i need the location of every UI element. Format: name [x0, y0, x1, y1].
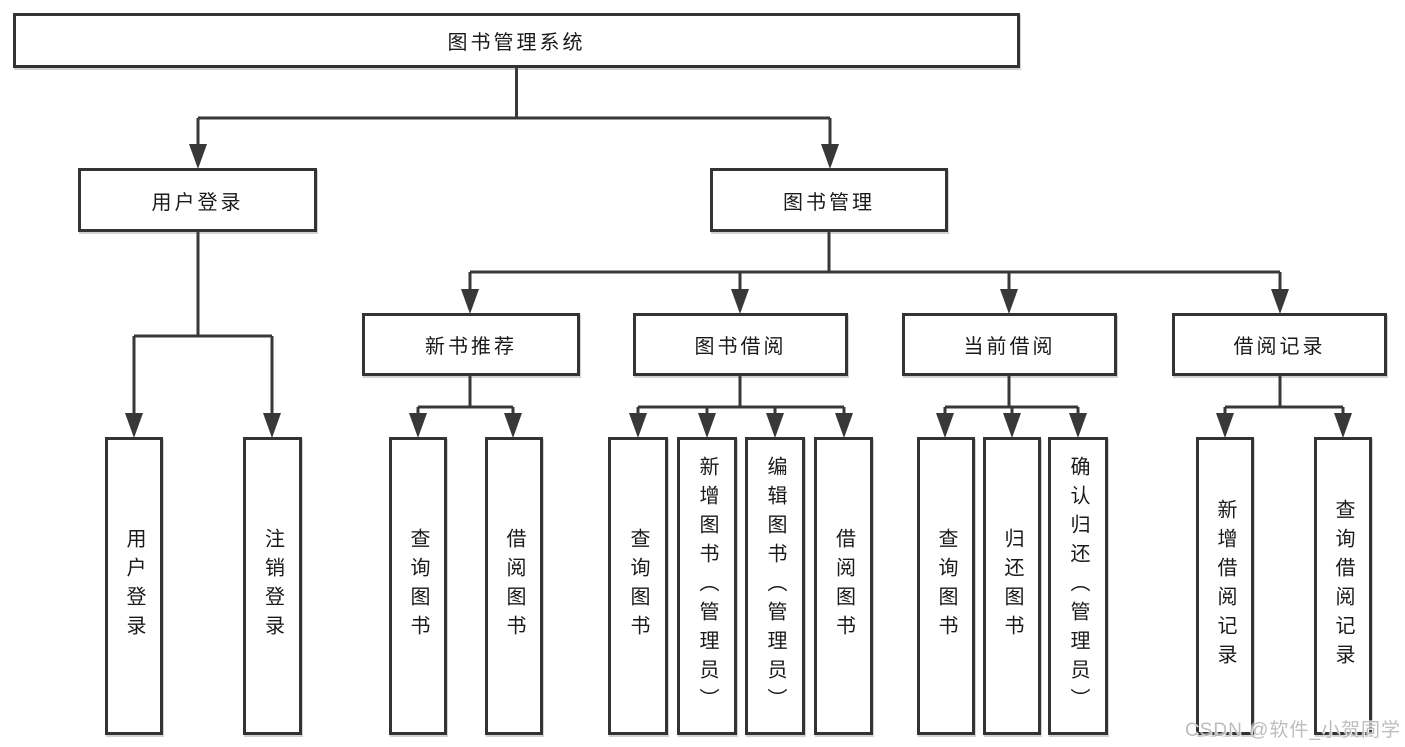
- leaf-label: 查询图书: [407, 528, 429, 644]
- leaf-label: 确认归还（管理员）: [1067, 455, 1089, 717]
- watermark: CSDN @软件_小贺同学: [1185, 720, 1401, 741]
- leaf-newbooks-borrow-books: 借阅图书: [485, 437, 543, 735]
- leaf-borrowing-edit-books-admin: 编辑图书（管理员）: [745, 437, 805, 735]
- leaf-current-query-books: 查询图书: [917, 437, 975, 735]
- leaf-borrowing-query-books: 查询图书: [608, 437, 668, 735]
- node-borrow-records: 借阅记录: [1172, 313, 1387, 376]
- leaf-label: 归还图书: [1001, 528, 1023, 644]
- leaf-label: 查询图书: [935, 528, 957, 644]
- leaf-label: 借阅图书: [832, 528, 855, 644]
- leaf-label: 借阅图书: [503, 528, 525, 644]
- leaf-borrowing-add-books-admin: 新增图书（管理员）: [677, 437, 737, 735]
- leaf-label: 查询借阅记录: [1332, 499, 1354, 673]
- leaf-label: 新增借阅记录: [1214, 499, 1236, 673]
- leaf-current-return-books: 归还图书: [983, 437, 1041, 735]
- node-user-login: 用户登录: [78, 168, 317, 232]
- node-new-books: 新书推荐: [362, 313, 580, 376]
- node-root: 图书管理系统: [13, 13, 1020, 68]
- leaf-borrowing-borrow-books: 借阅图书: [814, 437, 873, 735]
- leaf-label: 编辑图书（管理员）: [764, 455, 786, 717]
- leaf-logout: 注销登录: [243, 437, 302, 735]
- node-book-borrowing: 图书借阅: [633, 313, 848, 376]
- leaf-current-confirm-return-admin: 确认归还（管理员）: [1048, 437, 1108, 735]
- node-current-borrowing: 当前借阅: [902, 313, 1117, 376]
- leaf-label: 注销登录: [261, 528, 284, 644]
- leaf-newbooks-query-books: 查询图书: [389, 437, 447, 735]
- leaf-label: 查询图书: [627, 528, 649, 644]
- leaf-label: 新增图书（管理员）: [696, 455, 718, 717]
- node-book-management: 图书管理: [710, 168, 948, 232]
- leaf-records-add-record: 新增借阅记录: [1196, 437, 1254, 735]
- leaf-user-login: 用户登录: [105, 437, 163, 735]
- leaf-label: 用户登录: [123, 528, 145, 644]
- leaf-records-query-record: 查询借阅记录: [1314, 437, 1372, 735]
